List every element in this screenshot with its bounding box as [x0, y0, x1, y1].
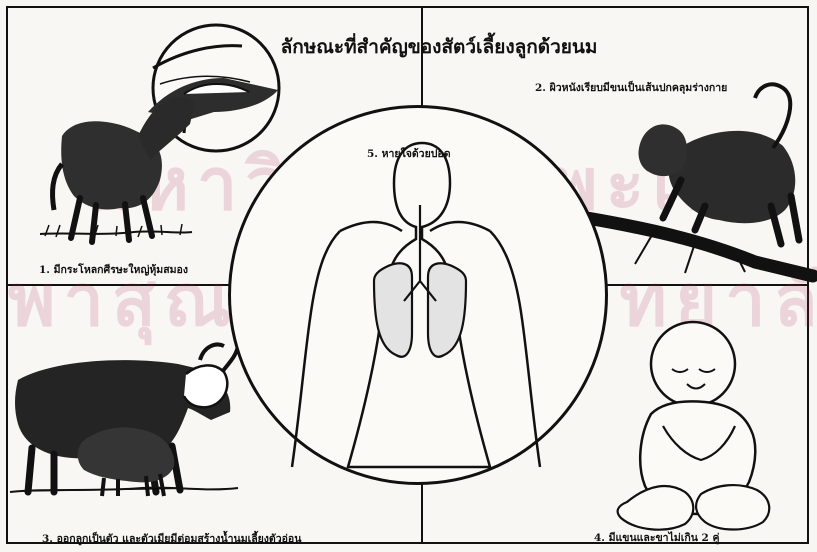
vertical-divider-bottom — [421, 483, 423, 544]
caption-mammary: 3. ออกลูกเป็นตัว และตัวเมียมีต่อมสร้างน้… — [42, 530, 301, 547]
baby-illustration — [607, 318, 777, 533]
caption-hair: 2. ผิวหนังเรียบมีขนเป็นเส้นปกคลุมร่างกาย — [535, 79, 727, 96]
cow-illustration — [10, 338, 240, 503]
caption-limbs: 4. มีแขนและขาไม่เกิน 2 คู่ — [594, 529, 720, 546]
monkey-illustration — [585, 78, 815, 278]
caption-lungs: 5. หายใจด้วยปอด — [367, 145, 451, 162]
respiratory-system-illustration — [228, 105, 608, 485]
diagram-title: ลักษณะที่สำคัญของสัตว์เลี้ยงลูกด้วยนม — [266, 32, 612, 62]
caption-skull: 1. มีกระโหลกศีรษะใหญ่หุ้มสมอง — [39, 261, 188, 278]
